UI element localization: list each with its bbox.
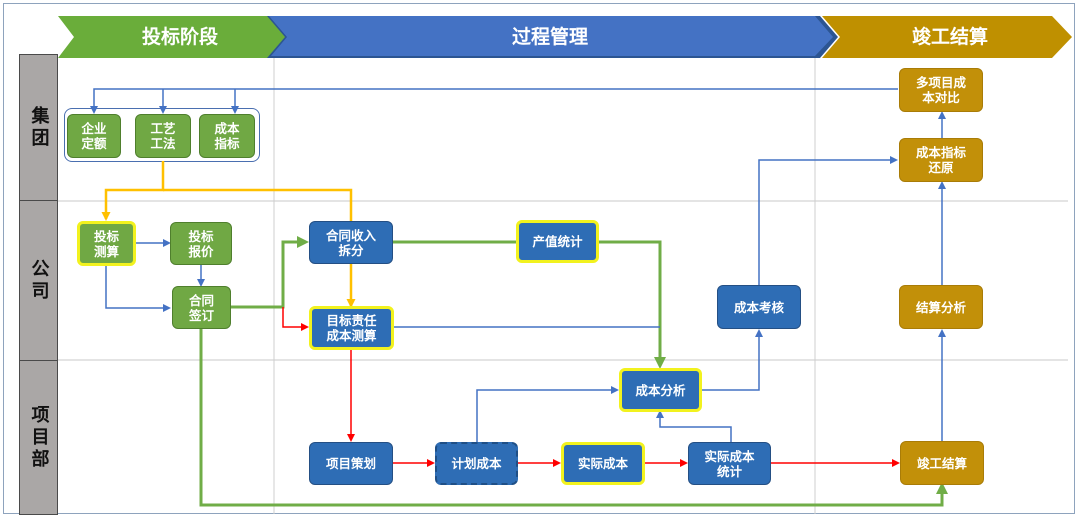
phase-arrow-process-inner <box>269 16 833 56</box>
lane-text-company: 公司 <box>28 258 50 303</box>
edge-method-to-target <box>163 188 356 308</box>
node-actual-cost-stats[interactable]: 实际成本 统计 <box>688 442 771 485</box>
edge-estimate-to-signing <box>105 266 171 312</box>
edge-signing-to-completion <box>199 329 948 507</box>
lane-label-company: 公司 <box>19 200 58 361</box>
lane-text-project: 项目部 <box>28 404 50 471</box>
node-process-method[interactable]: 工艺 工法 <box>135 114 191 158</box>
edge-method-to-bid-estimate <box>101 161 165 221</box>
lane-label-project: 项目部 <box>19 360 58 515</box>
node-cost-assessment[interactable]: 成本考核 <box>717 285 801 329</box>
node-contract-revenue-split[interactable]: 合同收入 拆分 <box>309 221 393 264</box>
lane-text-group: 集团 <box>28 105 50 150</box>
phase-label-bidding: 投标阶段 <box>141 26 218 48</box>
phase-arrow-bidding <box>58 16 293 58</box>
edge-assessment-to-restore <box>758 156 898 287</box>
node-settlement-analysis[interactable]: 结算分析 <box>899 285 983 329</box>
node-output-value-stats[interactable]: 产值统计 <box>516 220 599 263</box>
node-cost-analysis[interactable]: 成本分析 <box>619 368 702 412</box>
phase-label-process: 过程管理 <box>511 26 588 48</box>
node-target-cost-estimate[interactable]: 目标责任 成本测算 <box>309 306 394 350</box>
phase-arrow-completion <box>822 16 1072 58</box>
edge-signing-to-target <box>282 307 309 331</box>
node-enterprise-quota[interactable]: 企业 定额 <box>67 114 121 158</box>
node-bid-estimate[interactable]: 投标 测算 <box>77 221 136 266</box>
edge-output-to-analysis <box>598 240 666 369</box>
edge-analysis-to-assessment <box>702 329 763 391</box>
node-planned-cost[interactable]: 计划成本 <box>435 442 518 485</box>
edge-stats-to-analysis <box>656 410 732 442</box>
node-cost-index[interactable]: 成本 指标 <box>199 114 255 158</box>
node-multi-project-compare[interactable]: 多项目成 本对比 <box>899 68 983 112</box>
node-contract-signing[interactable]: 合同 签订 <box>172 286 231 329</box>
phase-label-completion: 竣工结算 <box>911 26 988 48</box>
node-completion-settlement[interactable]: 竣工结算 <box>900 441 984 485</box>
node-cost-index-restore[interactable]: 成本指标 还原 <box>899 138 983 182</box>
lane-label-group: 集团 <box>19 54 58 201</box>
edge-signing-to-revenue <box>231 236 309 309</box>
edge-compare-to-group <box>90 88 898 114</box>
diagram-frame <box>3 3 1075 514</box>
edge-planned-to-analysis <box>476 386 619 442</box>
node-project-planning[interactable]: 项目策划 <box>309 442 393 485</box>
node-bid-quote[interactable]: 投标 报价 <box>170 222 232 265</box>
node-actual-cost[interactable]: 实际成本 <box>561 442 645 485</box>
